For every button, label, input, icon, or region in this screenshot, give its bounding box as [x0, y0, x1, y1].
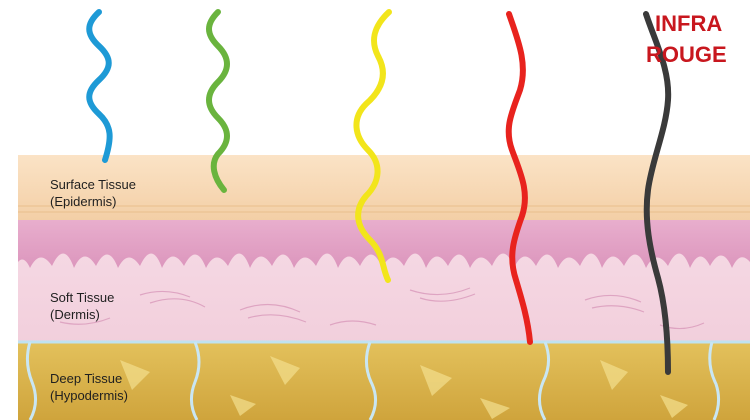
soft-tissue-title: Soft Tissue [50, 290, 114, 305]
infrared-label-line2: ROUGE [646, 42, 727, 67]
deep-tissue-subtitle: (Hypodermis) [50, 388, 128, 403]
blue-wave [89, 12, 109, 160]
surface-tissue-title: Surface Tissue [50, 177, 136, 192]
soft-tissue-subtitle: (Dermis) [50, 307, 100, 322]
infrared-label-line1: INFRA [655, 11, 722, 36]
deep-tissue-layer [18, 342, 750, 420]
soft-tissue-layer [18, 220, 750, 342]
surface-tissue-subtitle: (Epidermis) [50, 194, 116, 209]
deep-tissue-title: Deep Tissue [50, 371, 122, 386]
